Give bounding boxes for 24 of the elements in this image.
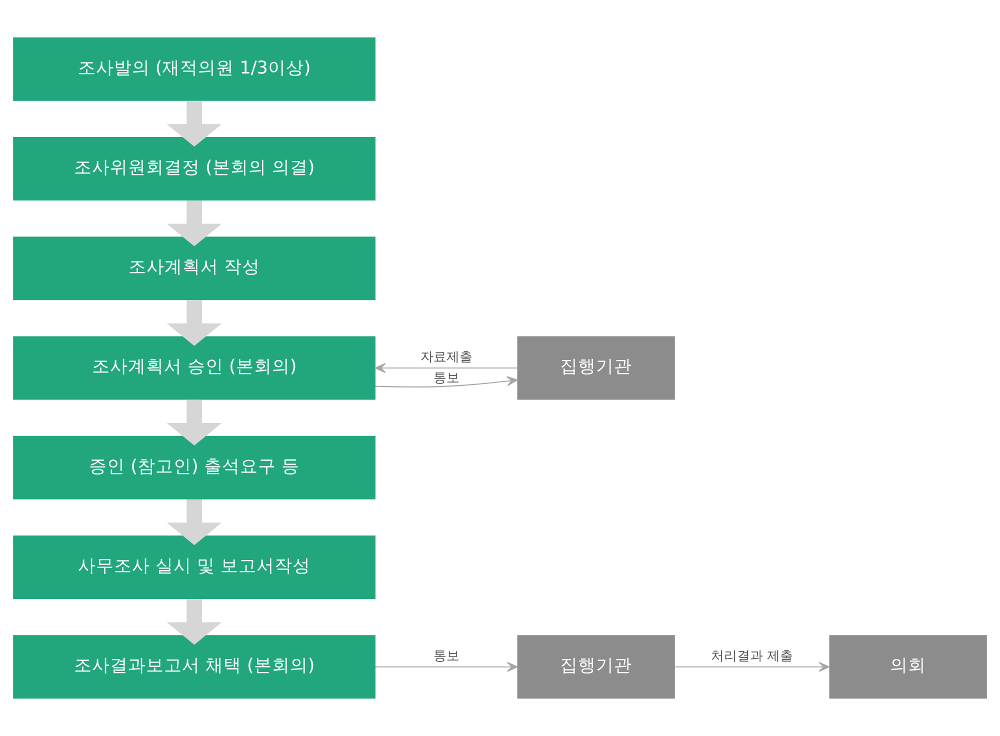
arrow [375,376,518,388]
node-box: 조사계획서 승인 (본회의) [13,336,376,400]
edge-label: 통보 [433,648,460,664]
node-box: 조사결과보고서 채택 (본회의) [13,635,376,699]
arrow [675,662,830,672]
node-box: 증인 (참고인) 출석요구 등 [13,436,376,500]
arrow [166,101,222,147]
arrow [166,599,222,645]
edge-label: 통보 [433,370,460,386]
node-box: 조사위원회결정 (본회의 의결) [13,137,376,200]
node-box: 조사계획서 작성 [13,236,376,300]
arrow [166,500,222,546]
arrow [166,200,222,246]
arrow [166,400,222,446]
node-box: 집행기관 [517,336,675,400]
node-box: 의회 [829,635,987,699]
node-box: 사무조사 실시 및 보고서작성 [13,536,376,599]
node-box: 조사발의 (재적의원 1/3이상) [13,37,376,101]
arrow [166,300,222,346]
node-box: 집행기관 [517,635,675,699]
edge-label: 처리결과 제출 [710,648,794,664]
edge-label: 자료제출 [420,350,472,365]
arrow [376,662,518,672]
arrow [374,363,518,373]
